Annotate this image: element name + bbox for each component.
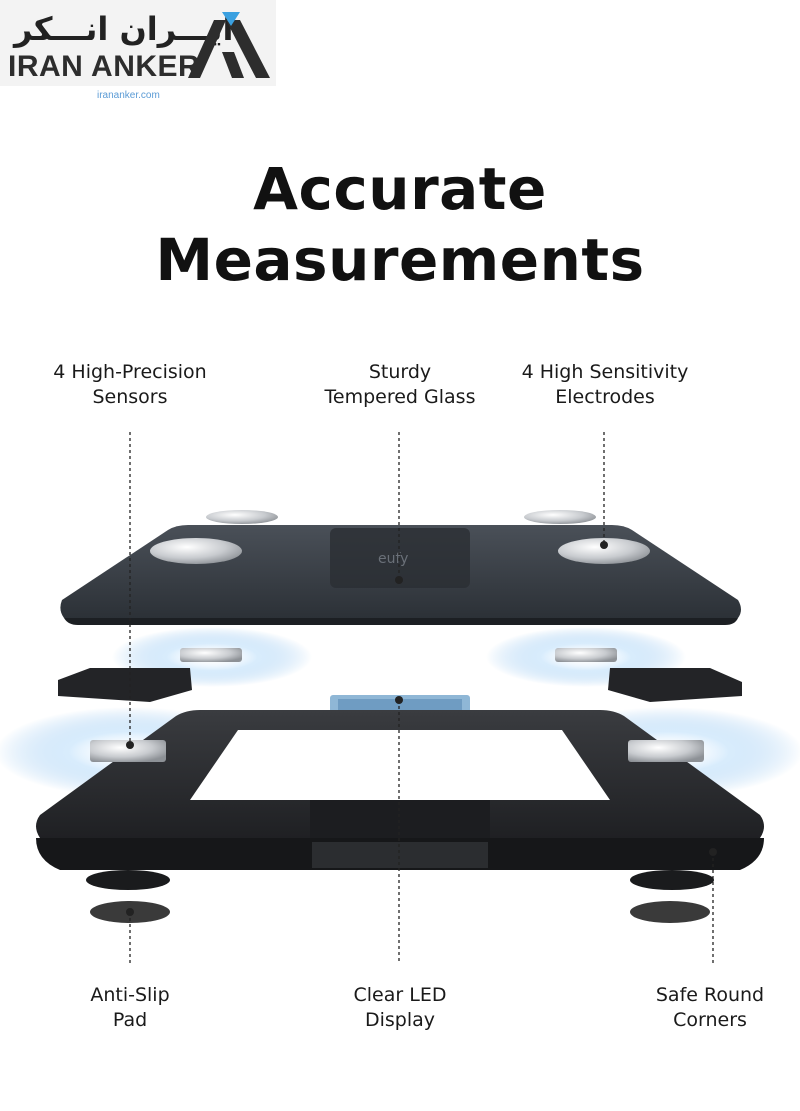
electrode-front-left (150, 538, 242, 564)
label-pad: Anti-Slip Pad (50, 983, 210, 1033)
tempered-glass-top (60, 525, 741, 625)
label-glass-line-2: Tempered Glass (324, 386, 476, 408)
electrode-front-right (558, 538, 650, 564)
logo-persian-text: ایـــران انـــکر (14, 10, 234, 48)
foot-right (630, 870, 714, 890)
label-electrodes: 4 High Sensitivity Electrodes (500, 360, 710, 410)
brand-logo: ایـــران انـــکر IRAN ANKER (0, 0, 276, 86)
logo-url: irananker.com (97, 90, 160, 101)
label-glass: Sturdy Tempered Glass (290, 360, 510, 410)
label-electrodes-line-2: Electrodes (555, 386, 655, 408)
leader-dot-sensors (126, 741, 134, 749)
label-electrodes-line-1: 4 High Sensitivity (521, 361, 689, 383)
label-corners-line-2: Corners (673, 1009, 747, 1031)
label-sensors: 4 High-Precision Sensors (30, 360, 230, 410)
logo-english-text: IRAN ANKER (8, 50, 201, 83)
label-corners: Safe Round Corners (620, 983, 800, 1033)
leader-dot-corners (709, 848, 717, 856)
label-pad-line-1: Anti-Slip (90, 984, 170, 1006)
leader-dot-display (395, 696, 403, 704)
corner-cap-right (608, 668, 742, 702)
label-sensors-line-2: Sensors (92, 386, 168, 408)
label-display: Clear LED Display (320, 983, 480, 1033)
label-display-line-1: Clear LED (353, 984, 447, 1006)
label-display-line-2: Display (364, 1009, 436, 1031)
electrode-back-right (524, 510, 596, 524)
electrode-back-left (206, 510, 278, 524)
anti-slip-pad-right (630, 901, 710, 923)
label-sensors-line-1: 4 High-Precision (53, 361, 207, 383)
leader-dot-electrodes (600, 541, 608, 549)
logo-mark-icon (188, 12, 270, 78)
corner-cap-left (58, 668, 192, 702)
brand-mark: eufy (378, 551, 408, 567)
label-glass-line-1: Sturdy (368, 361, 432, 383)
leader-dot-glass (395, 576, 403, 584)
headline-line-1: Accurate (253, 155, 547, 223)
scale-base-frame (36, 710, 764, 870)
label-corners-line-1: Safe Round (655, 984, 765, 1006)
label-pad-line-2: Pad (112, 1009, 148, 1031)
foot-left (86, 870, 170, 890)
headline-line-2: Measurements (155, 226, 645, 294)
leader-dot-pad (126, 908, 134, 916)
